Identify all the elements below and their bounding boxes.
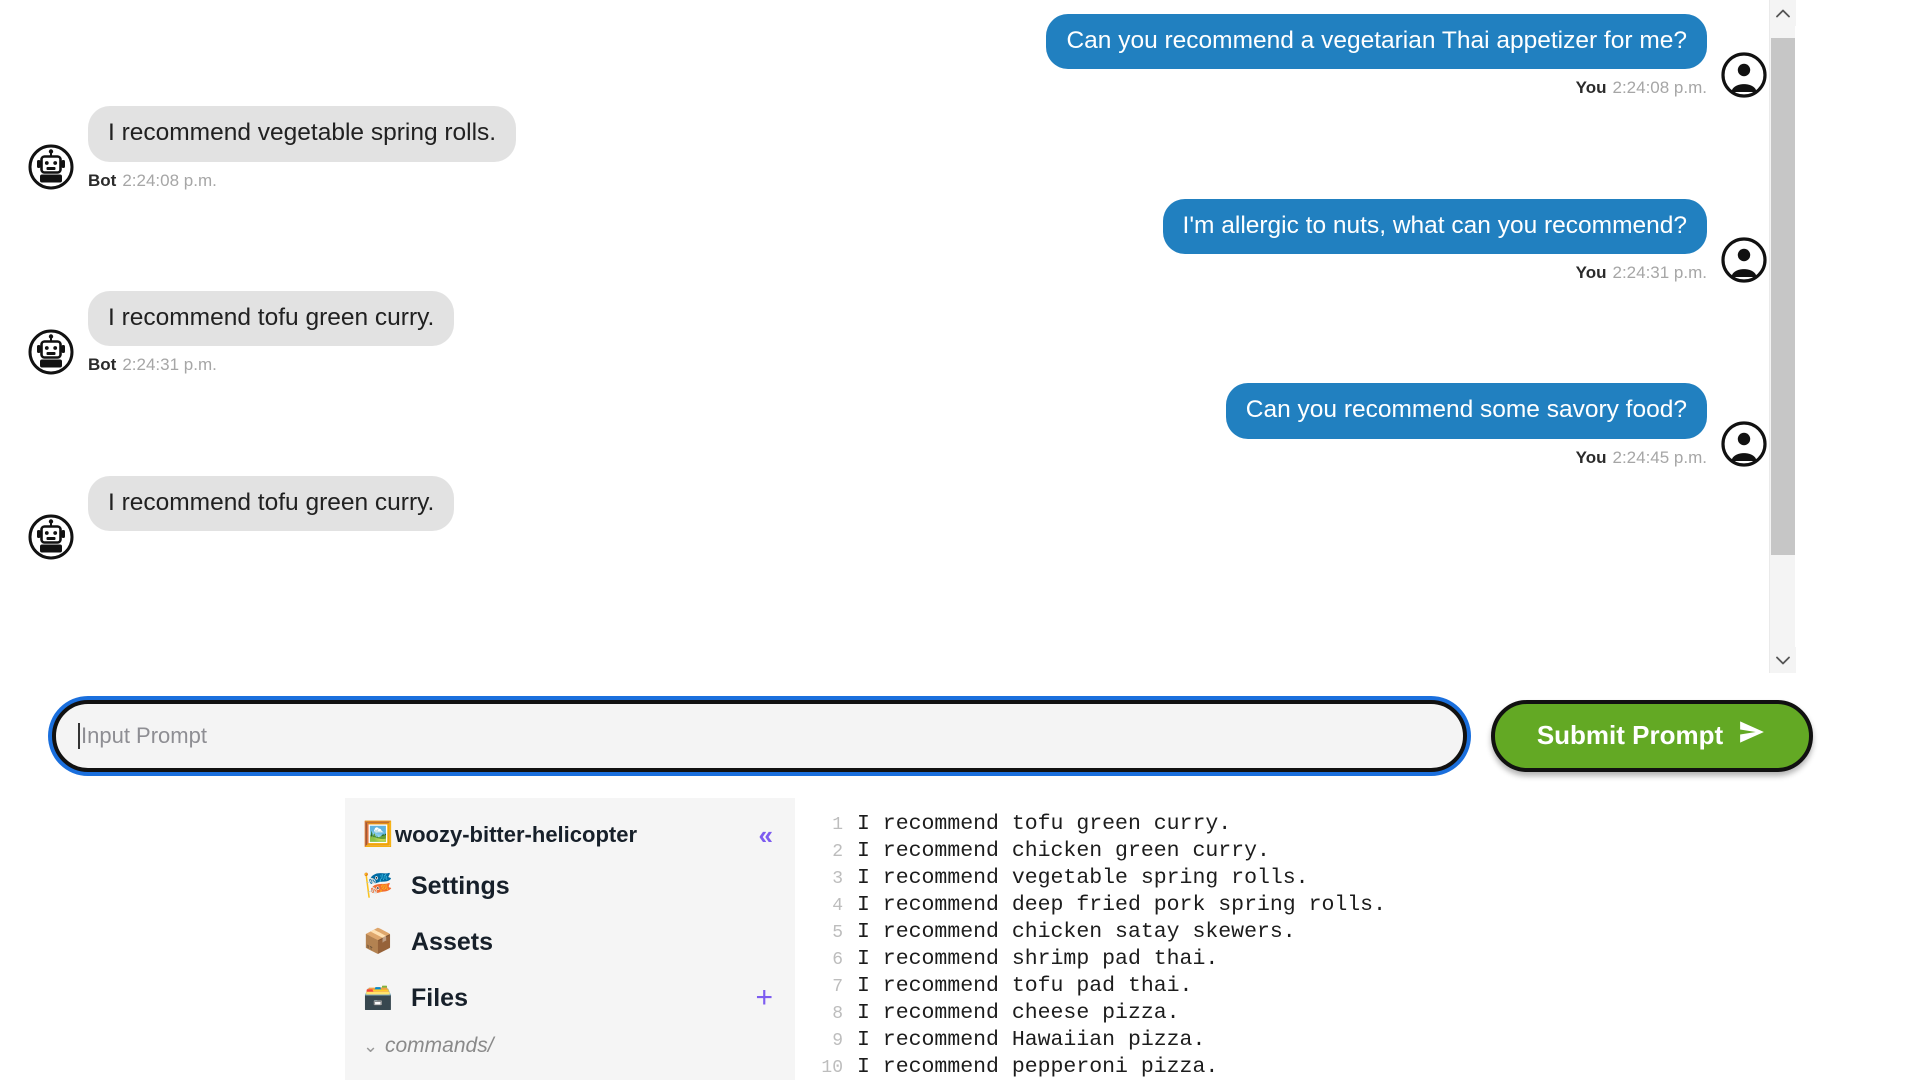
line-number: 2 xyxy=(832,842,843,862)
robot-avatar-icon xyxy=(28,144,74,190)
chat-panel: Can you recommend a vegetarian Thai appe… xyxy=(28,0,1796,673)
message-timestamp: 2:24:45 p.m. xyxy=(1612,447,1707,467)
chat-message-bot: I recommend tofu green curry. xyxy=(28,475,1767,560)
line-text: I recommend Hawaiian pizza. xyxy=(857,1028,1206,1052)
user-avatar-icon xyxy=(1721,237,1767,283)
message-author: Bot xyxy=(88,355,117,375)
message-timestamp: 2:24:31 p.m. xyxy=(122,355,217,375)
sidebar-item-label: Assets xyxy=(411,927,493,956)
prompt-bar: Submit Prompt xyxy=(0,673,1840,798)
code-line[interactable]: 10 I recommend pepperoni pizza. xyxy=(795,1055,1920,1080)
message-bubble: Can you recommend some savory food? xyxy=(1225,383,1707,439)
code-line[interactable]: 6 I recommend shrimp pad thai. xyxy=(795,947,1920,974)
message-bubble: I recommend vegetable spring rolls. xyxy=(88,106,517,162)
message-bubble: I'm allergic to nuts, what can you recom… xyxy=(1162,198,1707,255)
code-line[interactable]: 5 I recommend chicken satay skewers. xyxy=(795,920,1920,947)
scrollbar-thumb[interactable] xyxy=(1771,38,1795,555)
code-line[interactable]: 4 I recommend deep fried pork spring roll… xyxy=(795,893,1920,920)
line-number: 4 xyxy=(832,896,843,916)
line-number: 3 xyxy=(832,869,843,889)
sidebar-item-label: Files xyxy=(411,983,468,1012)
prompt-input[interactable] xyxy=(81,703,1441,768)
line-text: I recommend chicken satay skewers. xyxy=(857,920,1296,944)
text-caret xyxy=(78,722,80,749)
card-file-box-icon: 🗃️ xyxy=(363,984,393,1011)
user-avatar-icon xyxy=(1721,421,1767,468)
code-line[interactable]: 1 I recommend tofu green curry. xyxy=(795,812,1920,839)
line-text: I recommend shrimp pad thai. xyxy=(857,947,1219,971)
line-number: 9 xyxy=(832,1031,843,1051)
message-author: You xyxy=(1575,447,1607,467)
carp-streamer-icon: 🎏 xyxy=(363,872,393,899)
line-text: I recommend deep fried pork spring rolls… xyxy=(857,893,1386,917)
sidebar-item-assets[interactable]: 📦 Assets xyxy=(345,914,795,970)
message-author: You xyxy=(1575,263,1607,283)
message-bubble: I recommend tofu green curry. xyxy=(88,291,455,347)
line-text: I recommend vegetable spring rolls. xyxy=(857,866,1309,890)
chat-message-list: Can you recommend a vegetarian Thai appe… xyxy=(28,14,1767,560)
code-line[interactable]: 3 I recommend vegetable spring rolls. xyxy=(795,866,1920,893)
code-line[interactable]: 2 I recommend chicken green curry. xyxy=(795,839,1920,866)
line-number: 7 xyxy=(832,977,843,997)
line-text: I recommend tofu pad thai. xyxy=(857,974,1193,998)
message-timestamp: 2:24:08 p.m. xyxy=(1612,78,1707,98)
sidebar-tree-item-commands[interactable]: ⌄ commands/ xyxy=(345,1026,795,1066)
code-editor[interactable]: 1 I recommend tofu green curry. 2 I recomme… xyxy=(795,798,1920,1080)
robot-avatar-icon xyxy=(28,329,74,375)
package-icon: 📦 xyxy=(363,928,393,955)
collapse-sidebar-icon[interactable]: « xyxy=(758,820,773,850)
sidebar-tree-label: commands/ xyxy=(385,1034,494,1057)
chat-scrollbar[interactable] xyxy=(1769,0,1796,673)
submit-prompt-button[interactable]: Submit Prompt xyxy=(1491,699,1813,772)
prompt-input-container[interactable] xyxy=(52,699,1467,772)
scrollbar-up-arrow-icon[interactable] xyxy=(1770,0,1796,26)
line-number: 8 xyxy=(832,1004,843,1024)
line-number: 1 xyxy=(832,815,843,835)
send-paper-plane-icon xyxy=(1737,717,1767,754)
message-timestamp: 2:24:08 p.m. xyxy=(122,170,217,190)
submit-prompt-label: Submit Prompt xyxy=(1536,720,1724,750)
message-bubble: I recommend tofu green curry. xyxy=(88,475,455,532)
line-number: 10 xyxy=(821,1058,843,1078)
message-timestamp: 2:24:31 p.m. xyxy=(1612,263,1707,283)
user-avatar-icon xyxy=(1721,52,1767,98)
line-number: 6 xyxy=(832,950,843,970)
line-text: I recommend chicken green curry. xyxy=(857,839,1270,863)
sidebar-project-header[interactable]: 🖼️ woozy-bitter-helicopter « xyxy=(345,812,795,858)
project-sidebar: 🖼️ woozy-bitter-helicopter « 🎏 Settings … xyxy=(345,798,795,1080)
framed-picture-icon: 🖼️ xyxy=(363,821,393,848)
code-line[interactable]: 8 I recommend cheese pizza. xyxy=(795,1001,1920,1028)
line-number: 5 xyxy=(832,923,843,943)
line-text: I recommend tofu green curry. xyxy=(857,812,1232,836)
bottom-drawer: 🖼️ woozy-bitter-helicopter « 🎏 Settings … xyxy=(0,798,1920,1080)
line-text: I recommend pepperoni pizza. xyxy=(857,1055,1219,1079)
message-author: You xyxy=(1575,78,1607,98)
scrollbar-down-arrow-icon[interactable] xyxy=(1770,647,1796,673)
message-bubble: Can you recommend a vegetarian Thai appe… xyxy=(1046,14,1707,70)
add-file-button[interactable]: + xyxy=(755,981,773,1014)
chat-message-user: I'm allergic to nuts, what can you recom… xyxy=(28,198,1767,283)
sidebar-project-name: woozy-bitter-helicopter xyxy=(395,822,638,847)
code-line[interactable]: 9 I recommend Hawaiian pizza. xyxy=(795,1028,1920,1055)
sidebar-item-settings[interactable]: 🎏 Settings xyxy=(345,858,795,914)
chevron-down-icon[interactable]: ⌄ xyxy=(363,1035,379,1056)
code-line[interactable]: 7 I recommend tofu pad thai. xyxy=(795,974,1920,1001)
sidebar-item-files[interactable]: 🗃️ Files + xyxy=(345,970,795,1026)
message-author: Bot xyxy=(88,170,117,190)
line-text: I recommend cheese pizza. xyxy=(857,1001,1180,1025)
robot-avatar-icon xyxy=(28,514,74,560)
sidebar-item-label: Settings xyxy=(411,871,510,900)
chat-message-user: Can you recommend a vegetarian Thai appe… xyxy=(28,14,1767,98)
